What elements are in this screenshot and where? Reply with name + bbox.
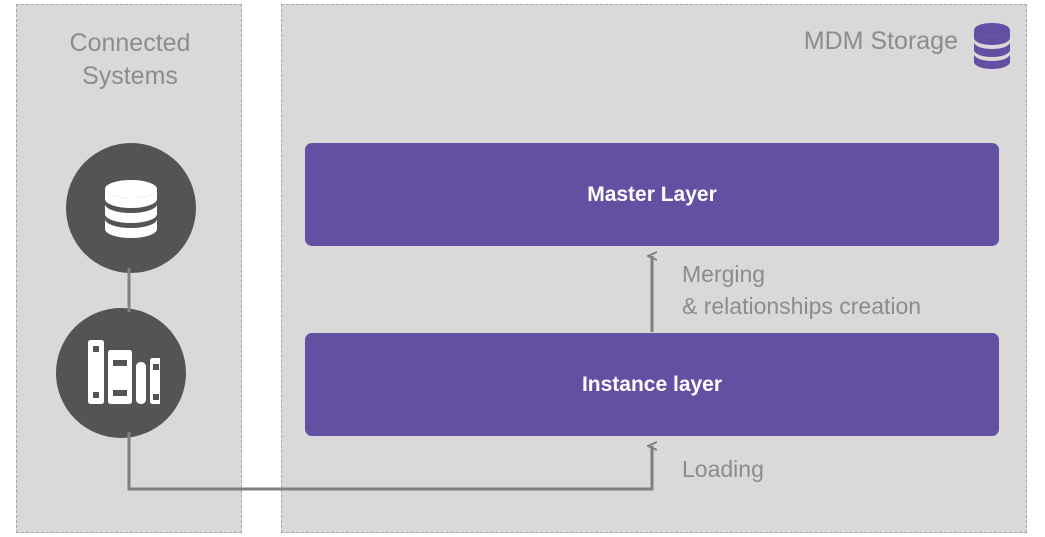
archive-books-icon [88, 340, 160, 404]
source-system-database[interactable] [66, 143, 196, 273]
master-layer-box[interactable]: Master Layer [305, 143, 999, 246]
instance-layer-label: Instance layer [581, 372, 723, 396]
panel-connected-systems-title: Connected Systems [69, 29, 191, 90]
master-layer-label: Master Layer [587, 182, 717, 206]
merging-arrow-label: Merging & relationships creation [682, 261, 922, 319]
database-stack-icon [974, 23, 1010, 69]
source-system-archive[interactable] [56, 308, 186, 438]
database-icon [105, 180, 157, 238]
instance-layer-box[interactable]: Instance layer [305, 333, 999, 436]
panel-mdm-storage-title: MDM Storage [803, 27, 958, 55]
panel-connected-systems: Connected Systems [16, 4, 242, 533]
loading-arrow-label: Loading [682, 456, 764, 482]
